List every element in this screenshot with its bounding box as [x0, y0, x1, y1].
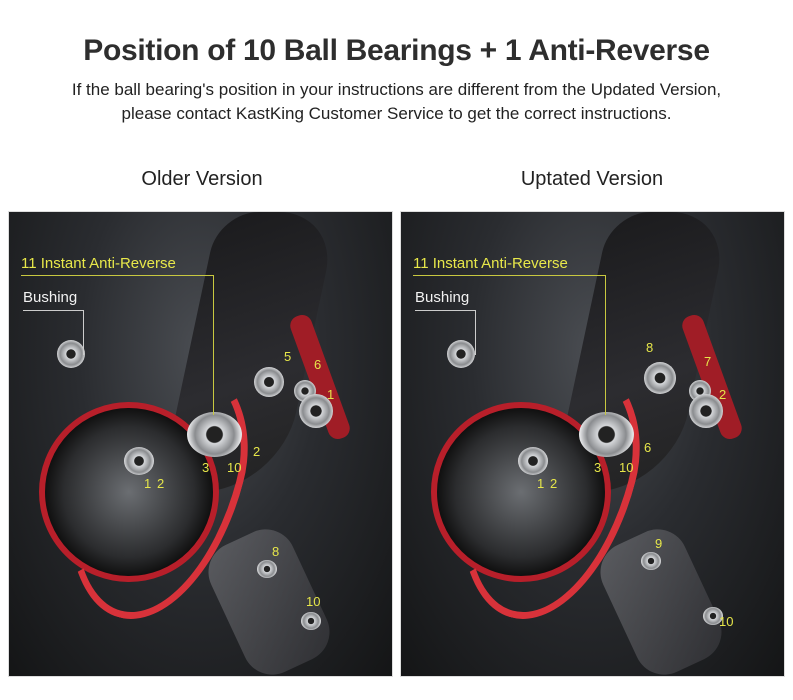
- bearing-number: 1: [144, 476, 152, 491]
- bushing-bearing: [57, 340, 85, 368]
- bearing: [518, 447, 548, 475]
- bearing: [254, 367, 284, 397]
- bearing-number: 2: [157, 476, 165, 491]
- bearing: [301, 612, 321, 630]
- anti-reverse-label: 11 Instant Anti-Reverse: [413, 255, 568, 272]
- bearing-number: 8: [646, 340, 654, 355]
- bearing-number: 10: [227, 460, 242, 475]
- bearing: [579, 412, 634, 457]
- bearing: [124, 447, 154, 475]
- bearing: [257, 560, 277, 578]
- bearing-number: 10: [719, 614, 734, 629]
- leader-line: [415, 310, 475, 311]
- subtitle-line-1: If the ball bearing's position in your i…: [71, 80, 722, 99]
- bearing-number: 2: [253, 444, 261, 459]
- bearing-number: 1: [537, 476, 545, 491]
- bearing: [703, 607, 723, 625]
- bearing-number: 5: [284, 349, 292, 364]
- bearing: [689, 394, 723, 428]
- leader-line: [605, 275, 606, 415]
- older-version-diagram: 11 Instant Anti-Reverse Bushing 5 6 1 2 …: [8, 211, 393, 677]
- bearing-number: 3: [594, 460, 602, 475]
- bushing-bearing: [447, 340, 475, 368]
- anti-reverse-label: 11 Instant Anti-Reverse: [21, 255, 176, 272]
- bearing: [641, 552, 661, 570]
- bearing-number: 6: [644, 440, 652, 455]
- leader-line: [213, 275, 214, 415]
- bearing-number: 10: [306, 594, 321, 609]
- bearing-number: 2: [550, 476, 558, 491]
- leader-line: [475, 310, 476, 355]
- leader-line: [23, 310, 83, 311]
- bearing: [187, 412, 242, 457]
- subtitle-line-2: please contact KastKing Customer Service…: [121, 104, 672, 123]
- bearing-number: 7: [704, 354, 712, 369]
- bearing-number: 1: [327, 387, 335, 402]
- leader-line: [413, 275, 605, 276]
- page-title: Position of 10 Ball Bearings + 1 Anti-Re…: [83, 34, 710, 67]
- bushing-label: Bushing: [415, 289, 470, 306]
- bearing-number: 2: [719, 387, 727, 402]
- leader-line: [21, 275, 213, 276]
- bearing: [299, 394, 333, 428]
- bearing: [644, 362, 676, 394]
- bearing-number: 8: [272, 544, 280, 559]
- updated-version-label: Uptated Version: [520, 168, 664, 190]
- bearing-number: 10: [619, 460, 634, 475]
- bearing-number: 6: [314, 357, 322, 372]
- bearing-number: 9: [655, 536, 663, 551]
- bushing-label: Bushing: [23, 289, 78, 306]
- leader-line: [83, 310, 84, 355]
- bearing-number: 3: [202, 460, 210, 475]
- updated-version-diagram: 11 Instant Anti-Reverse Bushing 8 7 2 6 …: [400, 211, 785, 677]
- older-version-label: Older Version: [141, 168, 263, 190]
